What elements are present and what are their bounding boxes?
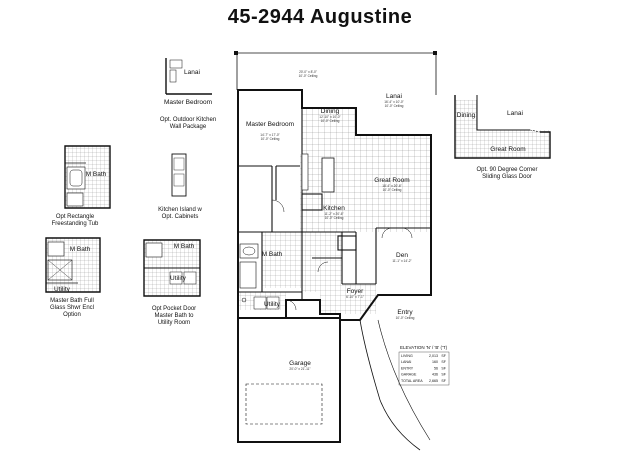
door-swings — [271, 199, 413, 311]
option-full-glass-shower: M Bath Utility Master Bath Full Glass Sh… — [45, 237, 101, 318]
master-bath-shower — [239, 261, 257, 289]
great-room-floor-tile — [356, 135, 431, 232]
area-table-cell: 436 — [432, 373, 438, 377]
lanai-top-ceiling: 10'-0" Ceiling — [299, 74, 318, 78]
option-outdoor-kitchen: Lanai Master Bedroom Opt. Outdoor Kitche… — [160, 58, 216, 130]
master-bedroom-label: Master Bedroom — [246, 121, 294, 128]
outdoor-kitchen-master-label: Master Bedroom — [164, 99, 212, 106]
full-glass-caption-2: Glass Shwr Encl — [50, 305, 94, 311]
foyer-floor-tile — [320, 284, 376, 314]
outdoor-kitchen-lanai-label: Lanai — [184, 69, 200, 76]
area-table-cell: SF — [441, 373, 446, 377]
corner-great-room-label: Great Room — [490, 146, 525, 153]
great-room-label: Great Room — [374, 177, 409, 184]
island-caption-1: Kitchen Island w — [158, 207, 202, 213]
dining-label: Dining — [321, 108, 340, 115]
plan-title: 45-2944 Augustine — [227, 6, 413, 28]
lanai-label: Lanai — [386, 93, 402, 100]
interior-walls — [238, 108, 431, 300]
master-bath-floor-tile — [262, 232, 302, 288]
area-table-cell: SF — [441, 366, 446, 370]
garage-door-outline — [245, 383, 323, 425]
master-bath-label: M Bath — [262, 251, 283, 258]
dryer-icon — [266, 296, 280, 310]
corner-caption-1: Opt. 90 Degree Corner — [476, 167, 537, 173]
master-bath-tub — [239, 243, 259, 259]
garage-walls — [237, 317, 341, 443]
entry-walkway-inner — [377, 319, 431, 441]
full-glass-caption-3: Option — [63, 312, 81, 318]
entry-walkway — [359, 319, 421, 451]
area-table-cell: SF — [441, 360, 446, 364]
master-bedroom-dimension: 14'-7" x 17'-0" — [260, 133, 280, 137]
main-floor-plan: 20'-0" x 8'-0" 10'-0" Ceiling Lanai 16'-… — [234, 51, 437, 451]
kitchen-counter — [301, 153, 309, 191]
kitchen-island — [321, 157, 335, 193]
area-table-cell: SF — [441, 354, 446, 358]
dining-dimension: 12'-10" x 10'-0" — [319, 115, 340, 119]
area-table-cell: 56 — [434, 366, 438, 370]
outdoor-kitchen-caption-2: Wall Package — [170, 124, 207, 130]
dining-ceiling: 10'-0" Ceiling — [321, 119, 340, 123]
outdoor-kitchen-caption-1: Opt. Outdoor Kitchen — [160, 117, 216, 123]
full-glass-utility-label: Utility — [54, 286, 71, 293]
lanai-top-area — [234, 51, 437, 95]
great-room-ceiling: 10'-0" Ceiling — [383, 188, 402, 192]
lanai-top-dimension: 20'-0" x 8'-0" — [299, 70, 317, 74]
kitchen-label: Kitchen — [323, 205, 345, 212]
foyer-dimension: 6'-10" x 7'-1" — [346, 295, 364, 299]
den-dimension: 11'-1" x 14'-2" — [392, 259, 411, 263]
utility-label: Utility — [264, 301, 281, 308]
foyer-label: Foyer — [347, 288, 364, 295]
master-bedroom-ceiling: 10'-0" Ceiling — [261, 137, 280, 141]
island-caption-2: Opt. Cabinets — [162, 214, 199, 220]
area-table-cell: LIVING — [401, 354, 413, 358]
corner-lanai-label: Lanai — [507, 110, 523, 117]
kitchen-dimension: 11'-2" x 20'-6" — [324, 212, 343, 216]
great-room-dimension: 18'-4" x 20'-6" — [382, 184, 402, 188]
option-kitchen-island: Kitchen Island w Opt. Cabinets — [158, 153, 203, 220]
area-table-cell: GARAGE — [401, 373, 417, 377]
full-glass-bath-label: M Bath — [70, 246, 91, 253]
dining-floor-tile — [302, 108, 356, 154]
corner-caption-2: Sliding Glass Door — [482, 174, 532, 180]
option-rectangle-tub: M Bath Opt Rectangle Freestanding Tub — [52, 145, 111, 227]
option-pocket-door: M Bath Utility Opt Pocket Door Master Ba… — [143, 239, 201, 326]
pocket-door-utility-label: Utility — [170, 275, 187, 282]
garage-label: Garage — [289, 360, 311, 367]
rect-tub-caption-1: Opt Rectangle — [56, 214, 95, 220]
garage-dimension: 20'-0" x 21'-11" — [289, 367, 310, 371]
entry-ceiling: 10'-0" Ceiling — [396, 316, 415, 320]
area-table-cell: ENTRY — [401, 366, 414, 370]
pocket-door-caption-3: Utility Room — [158, 320, 190, 326]
kitchen-ceiling: 10'-0" Ceiling — [325, 216, 344, 220]
pocket-door-bath-label: M Bath — [174, 243, 195, 250]
area-table-cell: LANAI — [401, 360, 411, 364]
area-table-cell: 2,013 — [429, 354, 438, 358]
pocket-door-caption-1: Opt Pocket Door — [152, 306, 196, 312]
area-table-cell: 2,665 — [429, 379, 438, 383]
corner-dining-label: Dining — [457, 112, 476, 119]
lanai-ceiling: 10'-0" Ceiling — [385, 104, 404, 108]
lanai-dimension: 16'-4" x 10'-0" — [384, 100, 404, 104]
utility-sink-icon — [241, 297, 247, 303]
area-table-cell: 160 — [432, 360, 438, 364]
option-corner-door: Dining Lanai Great Room Opt. 90 Degree C… — [454, 95, 551, 180]
hall-floor-tile — [302, 232, 342, 292]
pocket-door-caption-2: Master Bath to — [154, 313, 194, 319]
area-table-cell: TOTAL AREA — [401, 379, 423, 383]
area-table-cell: SF — [441, 379, 446, 383]
full-glass-caption-1: Master Bath Full — [50, 298, 94, 304]
area-table-border — [398, 351, 450, 386]
den-label: Den — [396, 252, 408, 259]
washer-icon — [253, 296, 267, 310]
entry-label: Entry — [397, 309, 413, 316]
area-table-title: ELEVATION 'N' / 'B' ('T) — [400, 345, 448, 350]
rect-tub-bath-label: M Bath — [86, 171, 107, 178]
rect-tub-caption-2: Freestanding Tub — [52, 221, 99, 227]
